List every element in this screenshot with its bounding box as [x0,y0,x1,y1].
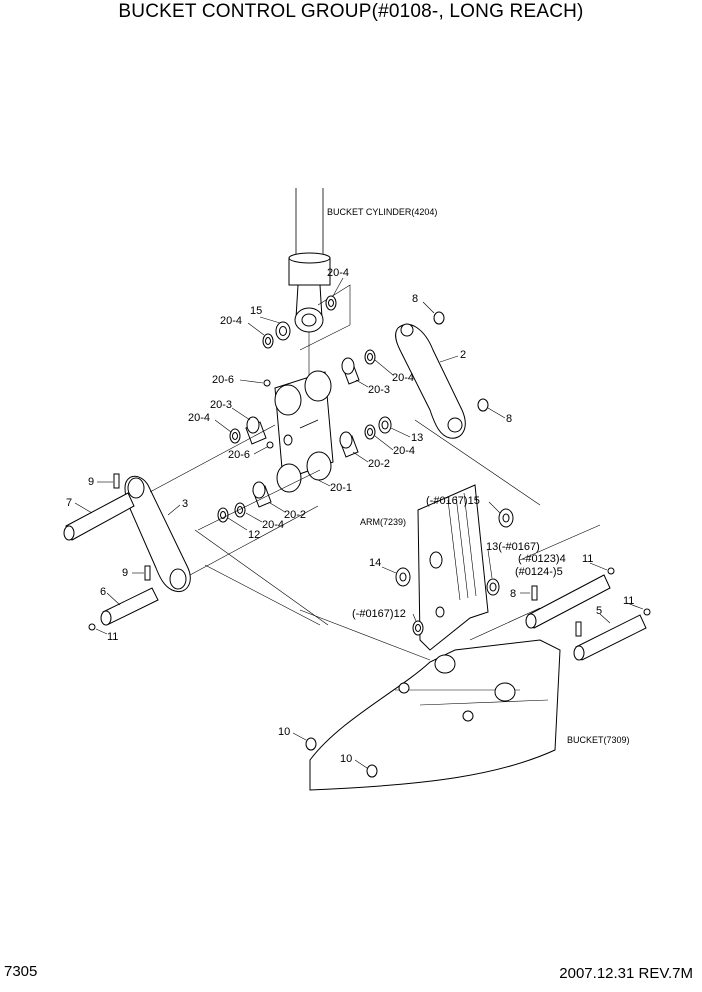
callout-20-4-left: 20-4 [220,315,242,327]
callout-7: 7 [66,497,72,509]
callout-20-3-right: 20-3 [368,384,390,396]
bushing-20-3-right [341,357,360,385]
pin-7 [63,492,135,541]
fitting-11-far [643,608,651,616]
bushing-20-3-left [245,416,267,445]
callout-20-4-left2: 20-4 [188,412,210,424]
washer-20-4-left [262,333,274,349]
bolt-9-right [575,621,582,637]
washer-13-arm [486,578,500,596]
callout-12-left: 12 [248,529,260,541]
fitting-11-right [607,567,615,575]
o-ring-10-top [305,737,317,751]
washer-15-arm [498,508,514,528]
callout-8-low: 8 [510,588,516,600]
callout-20-4-low: 20-4 [262,519,284,531]
callout-3: 3 [182,498,188,510]
bucket-cylinder-label: BUCKET CYLINDER(4204) [327,207,437,217]
washer-20-4-low [234,502,246,518]
washer-20-4-top [325,295,337,311]
bolt-9-top [113,473,120,489]
link-20-1 [274,370,334,493]
callout-6: 6 [100,586,106,598]
callout-20-4-right: 20-4 [392,372,414,384]
callout-9-low: 9 [122,567,128,579]
callout-10-bottom: 10 [340,753,352,765]
fitting-11-left [88,623,96,631]
arm-label: ARM(7239) [360,517,406,527]
link-3 [124,475,191,592]
callouts: 20-4 15 20-4 8 2 20-6 20-3 20-4 20-3 20-… [66,267,634,765]
washer-20-4-right [364,349,376,365]
callout-5: 5 [596,605,602,617]
washer-13 [378,416,392,434]
grease-fitting-20-6-bottom [266,441,274,449]
revision-date: 2007.12.31 REV.7M [559,965,693,982]
callout-20-6-top: 20-6 [212,374,234,386]
link-2 [395,323,466,439]
callout-20-4-top: 20-4 [327,267,349,279]
callout-14: 14 [369,557,381,569]
callout-20-2-left: 20-2 [284,509,306,521]
callout-15-arm: (-#0167)15 [426,495,480,507]
callout-9-top: 9 [88,476,94,488]
arm [417,484,489,651]
callout-10-top: 10 [278,726,290,738]
callout-20-3-left: 20-3 [210,399,232,411]
callout-20-6-bottom: 20-6 [228,449,250,461]
bushing-20-2-left [252,481,272,508]
bucket-label: BUCKET(7309) [567,735,630,745]
callout-20-1: 20-1 [330,482,352,494]
callout-11-far: 11 [623,595,634,607]
washer-20-4-mid [364,424,376,440]
pin-4-5 [525,574,611,629]
callout-5-arm: (#0124-)5 [515,566,563,578]
bolt-8-low [531,585,538,601]
page-title: BUCKET CONTROL GROUP(#0108-, LONG REACH) [118,1,584,22]
callout-4: (-#0123)4 [518,553,566,565]
callout-15-top: 15 [250,305,262,317]
washer-14 [395,567,411,587]
page-number: 7305 [4,963,38,980]
bucket-cylinder [288,188,351,380]
callout-12-arm: (-#0167)12 [352,608,406,620]
callout-20-4-mid: 20-4 [393,445,415,457]
callout-20-2-right: 20-2 [368,458,390,470]
washer-12-arm [412,620,424,636]
o-ring-8-right [477,398,489,412]
bushing-20-2-right [339,431,359,458]
callout-8-right: 8 [506,413,512,425]
washer-15-top [275,321,291,341]
bucket [309,639,561,791]
guide-lines [149,419,601,661]
callout-8-top: 8 [412,293,418,305]
pin-6 [100,587,159,626]
callout-2: 2 [460,349,466,361]
callout-13-arm: 13(-#0167) [486,541,540,553]
callout-11-right: 11 [582,553,593,565]
callout-13: 13 [411,432,423,444]
leader-lines [74,277,644,769]
o-ring-10-bottom [366,764,378,778]
washer-12-left [217,507,229,523]
washer-20-4-left2 [229,428,241,444]
callout-11-left: 11 [107,631,118,643]
grease-fitting-20-6-top [263,379,271,387]
pin-5 [573,614,647,661]
bolt-9-low [144,565,151,581]
o-ring-8-top [433,311,445,325]
